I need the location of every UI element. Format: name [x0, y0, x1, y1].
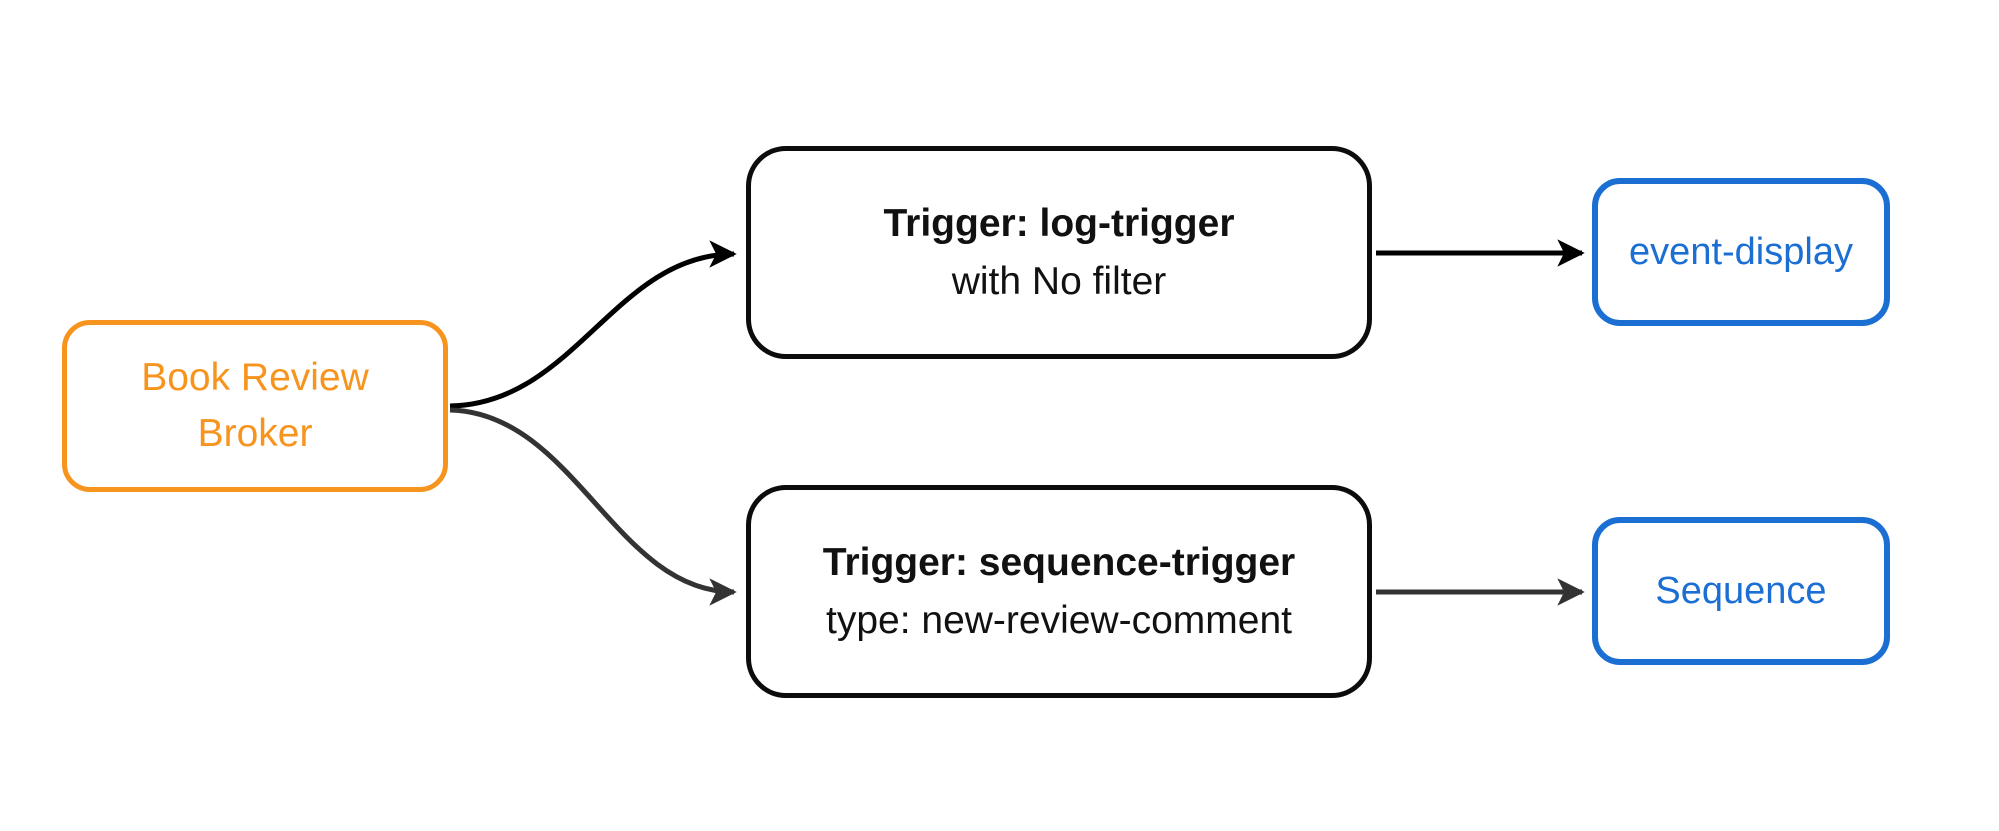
- node-sequence: Sequence: [1592, 517, 1890, 665]
- node-event-display: event-display: [1592, 178, 1890, 326]
- node-book-review-broker: Book Review Broker: [62, 320, 448, 492]
- edge-broker-to-log-trigger: [449, 240, 737, 409]
- node-label: Book Review: [141, 356, 369, 399]
- node-label: Sequence: [1655, 570, 1827, 612]
- node-label: event-display: [1629, 231, 1853, 273]
- node-sequence-trigger: Trigger: sequence-trigger type: new-revi…: [746, 485, 1372, 698]
- node-subtitle: with No filter: [951, 259, 1167, 303]
- edge-broker-to-sequence-trigger: [449, 407, 737, 606]
- node-subtitle: type: new-review-comment: [826, 598, 1292, 642]
- node-log-trigger: Trigger: log-trigger with No filter: [746, 146, 1372, 359]
- node-title: Trigger: sequence-trigger: [822, 540, 1296, 584]
- node-title: Trigger: log-trigger: [883, 201, 1235, 245]
- node-label: Broker: [197, 412, 313, 455]
